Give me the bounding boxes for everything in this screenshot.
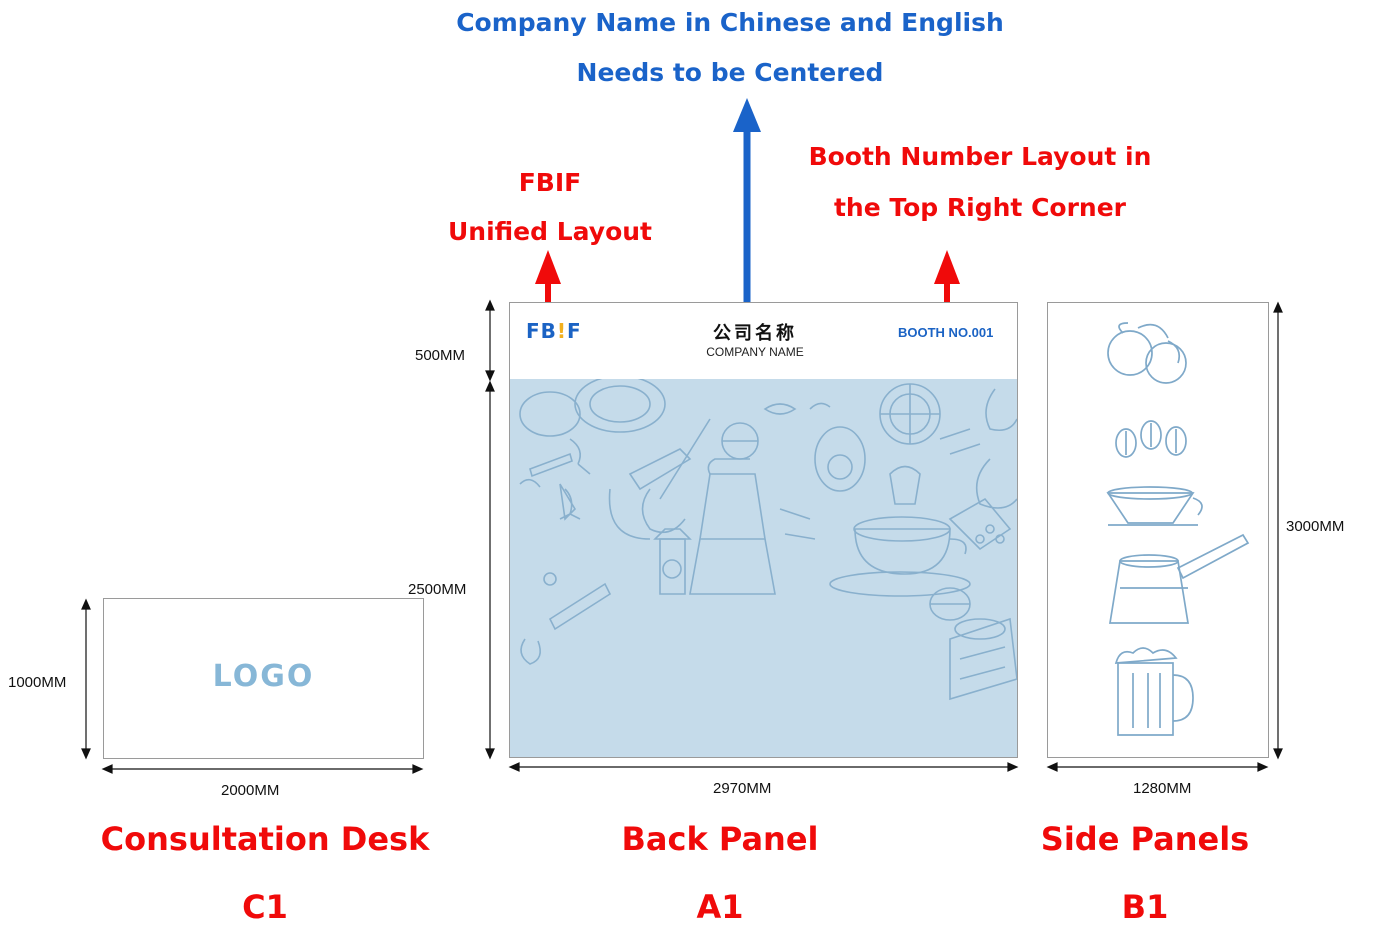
food-sketch-illustration: [519, 379, 1017, 701]
side-panel-caption: Side Panels: [1040, 820, 1250, 858]
company-name-cn: 公司名称: [713, 323, 797, 344]
desk-caption: Consultation Desk: [100, 820, 430, 858]
consultation-desk: LOGO: [103, 598, 424, 759]
side-panel-height-label: 3000MM: [1286, 518, 1345, 535]
fbif-logo: FB!F: [526, 319, 582, 343]
coffee-pot-sketch-icon: [1109, 533, 1250, 624]
back-panel-body-height-label: 2500MM: [408, 581, 467, 598]
food-sketch-pattern: [510, 379, 1017, 757]
back-panel-width-label: 2970MM: [713, 780, 772, 797]
back-panel: FB!F 公司名称 COMPANY NAME BOOTH NO.001: [509, 302, 1018, 758]
booth-note-line2: the Top Right Corner: [833, 193, 1127, 222]
booth-note-line1: Booth Number Layout in: [808, 142, 1152, 171]
fbif-note-line1: FBIF: [518, 168, 582, 197]
desk-dimension-lines: [81, 598, 424, 774]
side-panel-dimension-lines: [1046, 301, 1283, 772]
booth-number: BOOTH NO.001: [898, 325, 994, 340]
back-panel-caption: Back Panel: [621, 820, 819, 858]
fruit-sketch-icon: [1107, 322, 1187, 384]
side-panel: [1047, 302, 1269, 758]
desk-logo-placeholder: LOGO: [212, 659, 315, 694]
pour-over-sketch-icon: [1106, 486, 1203, 526]
fbif-note-line2: Unified Layout: [447, 217, 652, 246]
company-name-en: COMPANY NAME: [706, 345, 804, 359]
side-panel-width-label: 1280MM: [1133, 780, 1192, 797]
company-name-note-line1: Company Name in Chinese and English: [456, 8, 1004, 37]
coffee-beans-sketch-icon: [1115, 420, 1187, 458]
side-panel-code: B1: [1121, 888, 1169, 926]
company-name-arrow: [733, 98, 761, 318]
back-panel-header: FB!F 公司名称 COMPANY NAME BOOTH NO.001: [510, 303, 1017, 379]
side-panel-sketches: [1106, 322, 1250, 736]
desk-code: C1: [242, 888, 288, 926]
back-panel-dimension-lines: [485, 299, 1019, 772]
company-name-note-line2: Needs to be Centered: [576, 58, 884, 87]
beer-mug-sketch-icon: [1114, 647, 1194, 736]
back-panel-code: A1: [696, 888, 744, 926]
desk-width-label: 2000MM: [221, 782, 280, 799]
back-panel-header-height-label: 500MM: [415, 347, 466, 364]
desk-height-label: 1000MM: [8, 674, 67, 691]
